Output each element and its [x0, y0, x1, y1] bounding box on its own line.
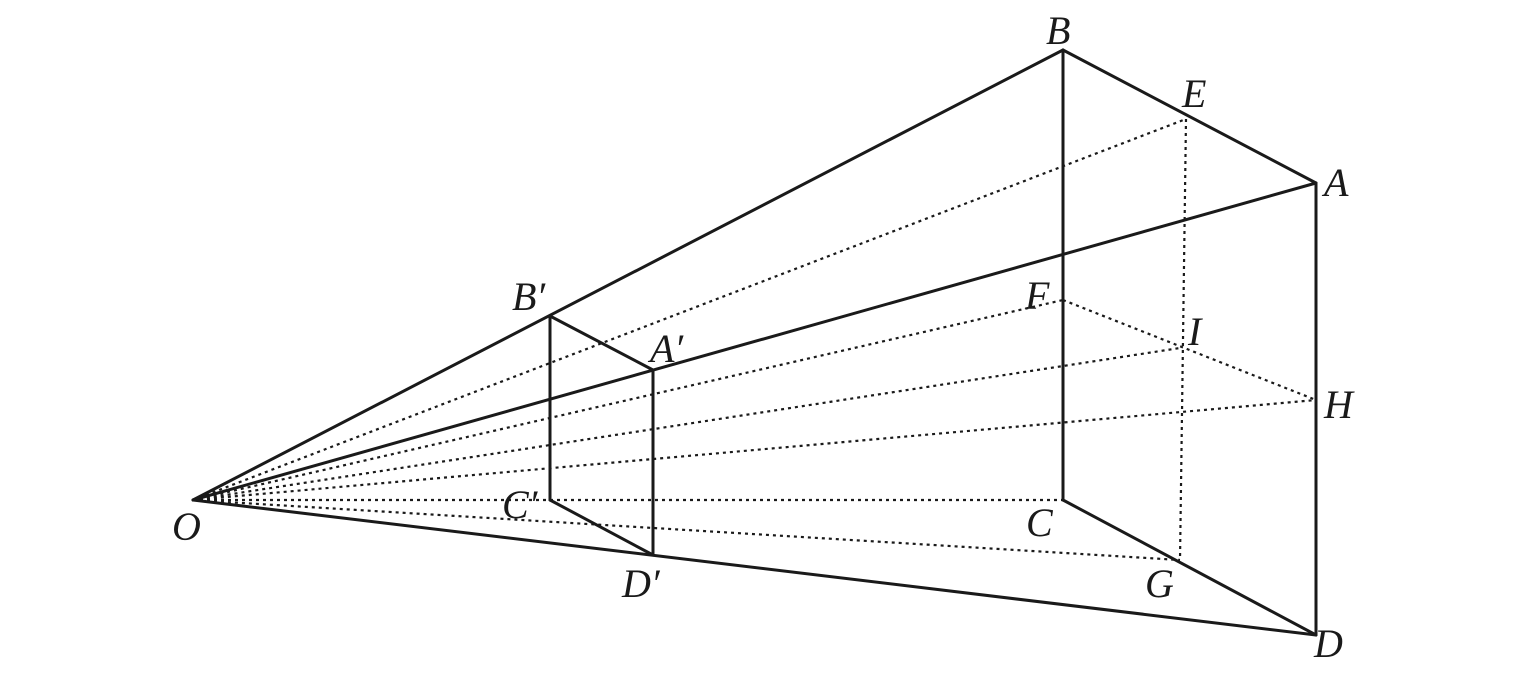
dotted-E-G	[1178, 118, 1188, 561]
label-A: A	[1321, 160, 1349, 205]
dotted-O-F	[192, 298, 1064, 502]
label-B-prime: B′	[512, 274, 546, 319]
label-D-prime: D′	[621, 561, 661, 606]
dotted-O-H	[192, 398, 1317, 502]
label-C: C	[1026, 500, 1054, 545]
label-C-prime: C′	[502, 482, 539, 527]
edge-O-D	[191, 498, 1318, 637]
point-labels: O B E A F I H C G D B′ A′ C′ D′	[172, 8, 1355, 666]
label-F: F	[1024, 273, 1050, 318]
dotted-O-E	[192, 117, 1187, 502]
dotted-O-I	[192, 346, 1181, 502]
edge-C-D	[1061, 498, 1318, 637]
dotted-F-H	[1062, 298, 1317, 402]
label-G: G	[1145, 561, 1174, 606]
label-A-prime: A′	[647, 326, 684, 371]
edge-Bp-Ap	[548, 314, 655, 372]
label-H: H	[1323, 382, 1355, 427]
label-B: B	[1046, 8, 1070, 53]
edge-O-A	[191, 181, 1318, 502]
edge-Cp-Dp	[548, 498, 655, 557]
label-E: E	[1181, 71, 1206, 116]
label-D: D	[1313, 621, 1343, 666]
dotted-lines	[192, 117, 1317, 562]
label-I: I	[1187, 309, 1203, 354]
label-O: O	[172, 504, 201, 549]
solid-edges	[191, 48, 1318, 637]
edge-B-A	[1061, 48, 1318, 185]
edge-O-B	[191, 48, 1065, 502]
